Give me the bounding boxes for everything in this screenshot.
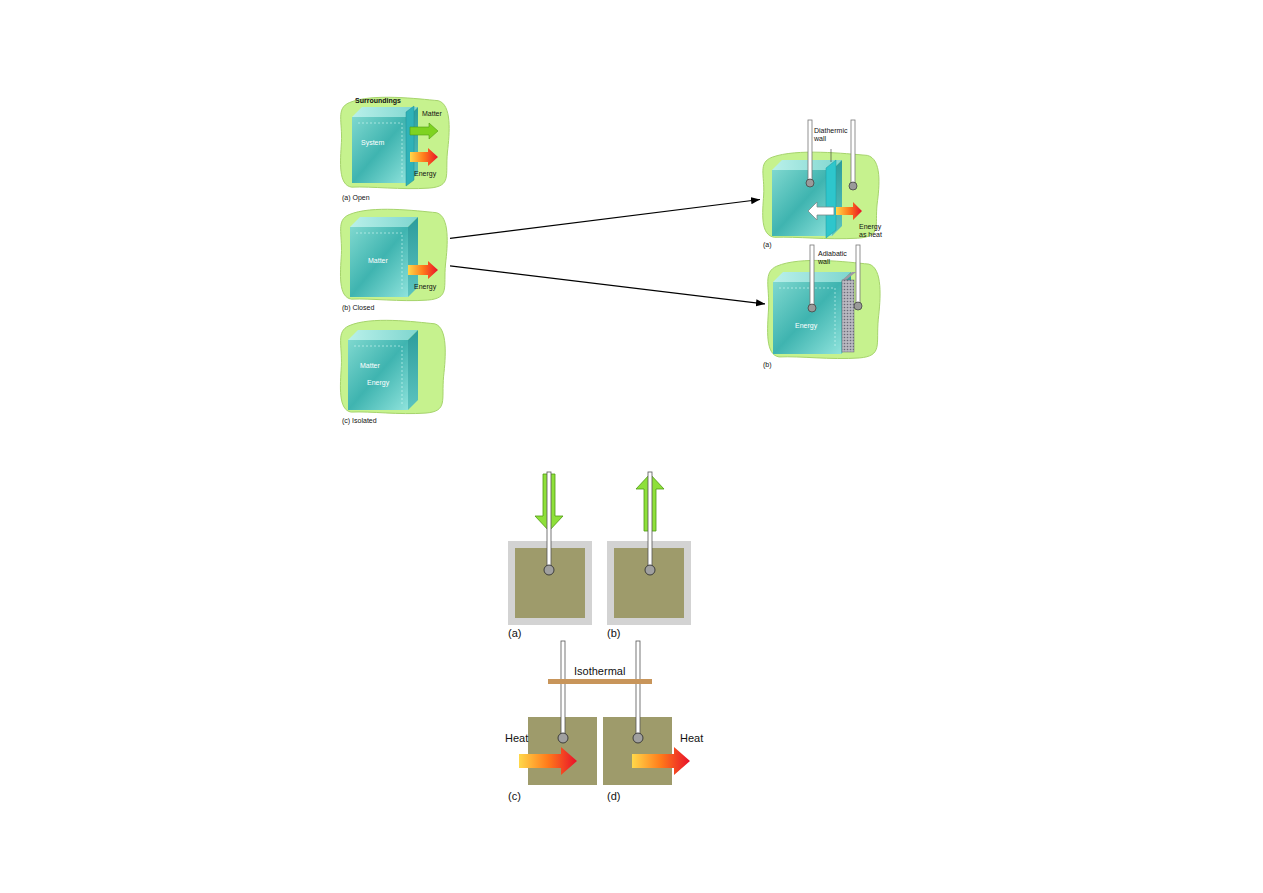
figure-label: Heat [505,732,528,745]
heat-arrow [519,747,577,775]
thermometer-bulb [849,182,857,190]
system-cube: Matter [350,217,418,297]
energy-arrow [408,261,438,279]
cube-front [773,282,841,354]
thermometer [547,472,551,566]
thermometer [810,245,814,305]
surroundings-blob [341,97,450,188]
figure-label: Isothermal [574,665,625,678]
adiabatic-boxes [508,472,691,625]
isothermal-bar [548,679,652,684]
cube-front [348,340,408,410]
thermometer-bulb [558,733,568,743]
annotation-label: Energy [414,170,436,178]
thermometer [808,120,812,180]
surroundings-region: Energy(b) [765,258,883,360]
thermometer [648,472,652,566]
surroundings-blob [340,209,447,300]
thermometer [561,641,565,734]
cube-front [352,117,408,183]
thermometer-bulb [806,179,814,187]
open-wall-arrows [406,106,438,186]
cube-texture [358,123,402,177]
thermometer-bulb [633,733,643,743]
heat-arrow [632,747,690,775]
adiabatic-wall [842,280,854,352]
annotation-label: Adiabatic wall [818,250,852,266]
diathermic-wall [826,160,836,238]
cube-top [348,330,418,340]
cube-label: Energy [795,322,817,330]
thermometer-bulb [854,302,862,310]
leader-line [831,149,832,162]
figure-label: (d) [607,790,620,803]
surroundings-region: MatterEnergy(c) Isolated [338,318,448,415]
adiabatic-figure [808,245,862,352]
annotation-label: Energy as heat [859,223,889,239]
thermometer [636,641,640,734]
cube-label: Energy [367,379,389,387]
connector-arrow [450,200,760,239]
cube-label: Matter [360,362,380,370]
system-cube: MatterEnergy [348,330,418,410]
annotation-label: Diathermic wall [814,127,851,143]
panel-caption: (a) Open [342,194,370,202]
matter-arrow [410,123,438,139]
cube-label: System [361,139,384,147]
wall-slab [406,106,414,186]
cube-front [772,170,832,236]
cube-front [350,227,408,297]
thermometer-bulb [808,304,816,312]
panel-caption: (b) Closed [342,304,374,312]
surroundings-blob [340,320,445,413]
surroundings-blob [768,260,880,358]
annotation-label: Energy [414,283,436,291]
cube-side [408,330,418,410]
region-label: Surroundings [355,97,401,105]
cube-texture [354,346,402,404]
heat-arrow-out [836,202,862,220]
figure-label: (b) [607,627,620,640]
cube-outline [348,330,418,410]
cube-texture [356,233,402,291]
figure-label: (c) [508,790,521,803]
annotation-label: Matter [422,110,442,118]
thermometer [856,245,860,303]
cube-texture [779,288,835,348]
energy-arrow [410,148,438,166]
figure-label: (a) [508,627,521,640]
panel-caption: (b) [763,361,772,369]
wall-top [842,272,856,280]
cube-label: Matter [368,257,388,265]
panel-caption: (c) Isolated [342,417,377,425]
figure-label: Heat [680,732,703,745]
thermometer [851,120,855,183]
diathermic-figure [772,120,862,238]
thermometer-bulb [544,565,554,575]
panel-caption: (a) [763,241,772,249]
isothermal-boxes [519,641,690,785]
cube-top [350,217,418,227]
thermometer-bulb [645,565,655,575]
heat-arrow-in [808,202,834,220]
connector-arrow [450,266,765,304]
